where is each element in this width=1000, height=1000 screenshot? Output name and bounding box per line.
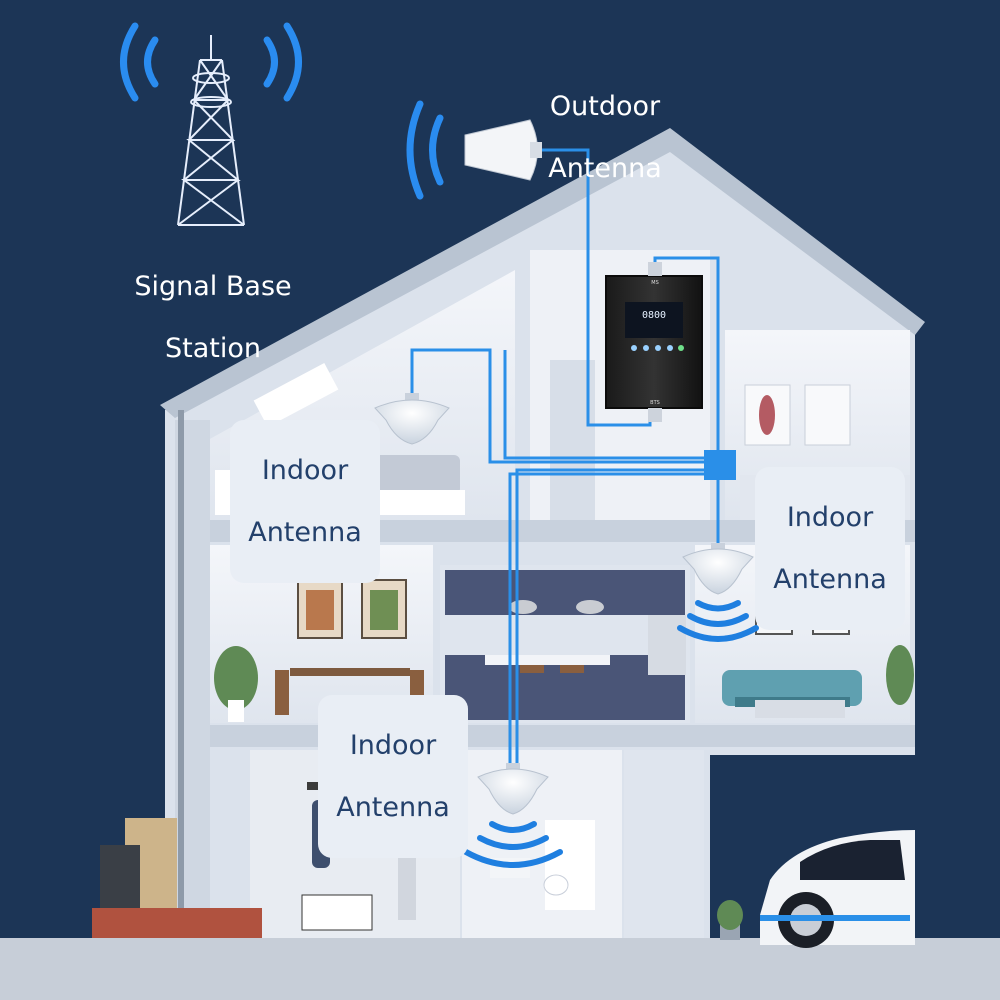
indoor-antenna-label-ground: Indoor Antenna bbox=[318, 695, 468, 858]
cell-tower-icon bbox=[178, 35, 244, 225]
base-station-label-line-2: Station bbox=[128, 333, 298, 364]
splitter-icon bbox=[704, 450, 736, 480]
signal-wave-icon bbox=[410, 104, 440, 196]
indoor-antenna-label-right: Indoor Antenna bbox=[755, 467, 905, 630]
booster-screen-text: 0800 bbox=[642, 310, 666, 321]
indoor-antenna-label-bedroom: Indoor Antenna bbox=[230, 420, 380, 583]
indoor-antenna-right-line-1: Indoor bbox=[767, 502, 893, 533]
garage bbox=[717, 900, 743, 940]
indoor-antenna-ground-line-2: Antenna bbox=[330, 792, 456, 823]
booster-top-port-label: MS bbox=[651, 280, 659, 286]
indoor-antenna-bedroom-line-2: Antenna bbox=[242, 517, 368, 548]
outdoor-antenna-label-line-2: Antenna bbox=[530, 153, 680, 184]
indoor-antenna-ground-line-1: Indoor bbox=[330, 730, 456, 761]
outdoor-antenna-label-line-1: Outdoor bbox=[530, 91, 680, 122]
booster-bottom-port-label: BTS bbox=[650, 400, 660, 406]
signal-booster-icon: 0800 MS BTS bbox=[606, 262, 702, 422]
base-station-label-line-1: Signal Base bbox=[128, 271, 298, 302]
base-station-label: Signal Base Station bbox=[128, 240, 298, 395]
outdoor-antenna-label: Outdoor Antenna bbox=[530, 60, 680, 215]
indoor-antenna-bedroom-line-1: Indoor bbox=[242, 455, 368, 486]
indoor-antenna-right-line-2: Antenna bbox=[767, 564, 893, 595]
